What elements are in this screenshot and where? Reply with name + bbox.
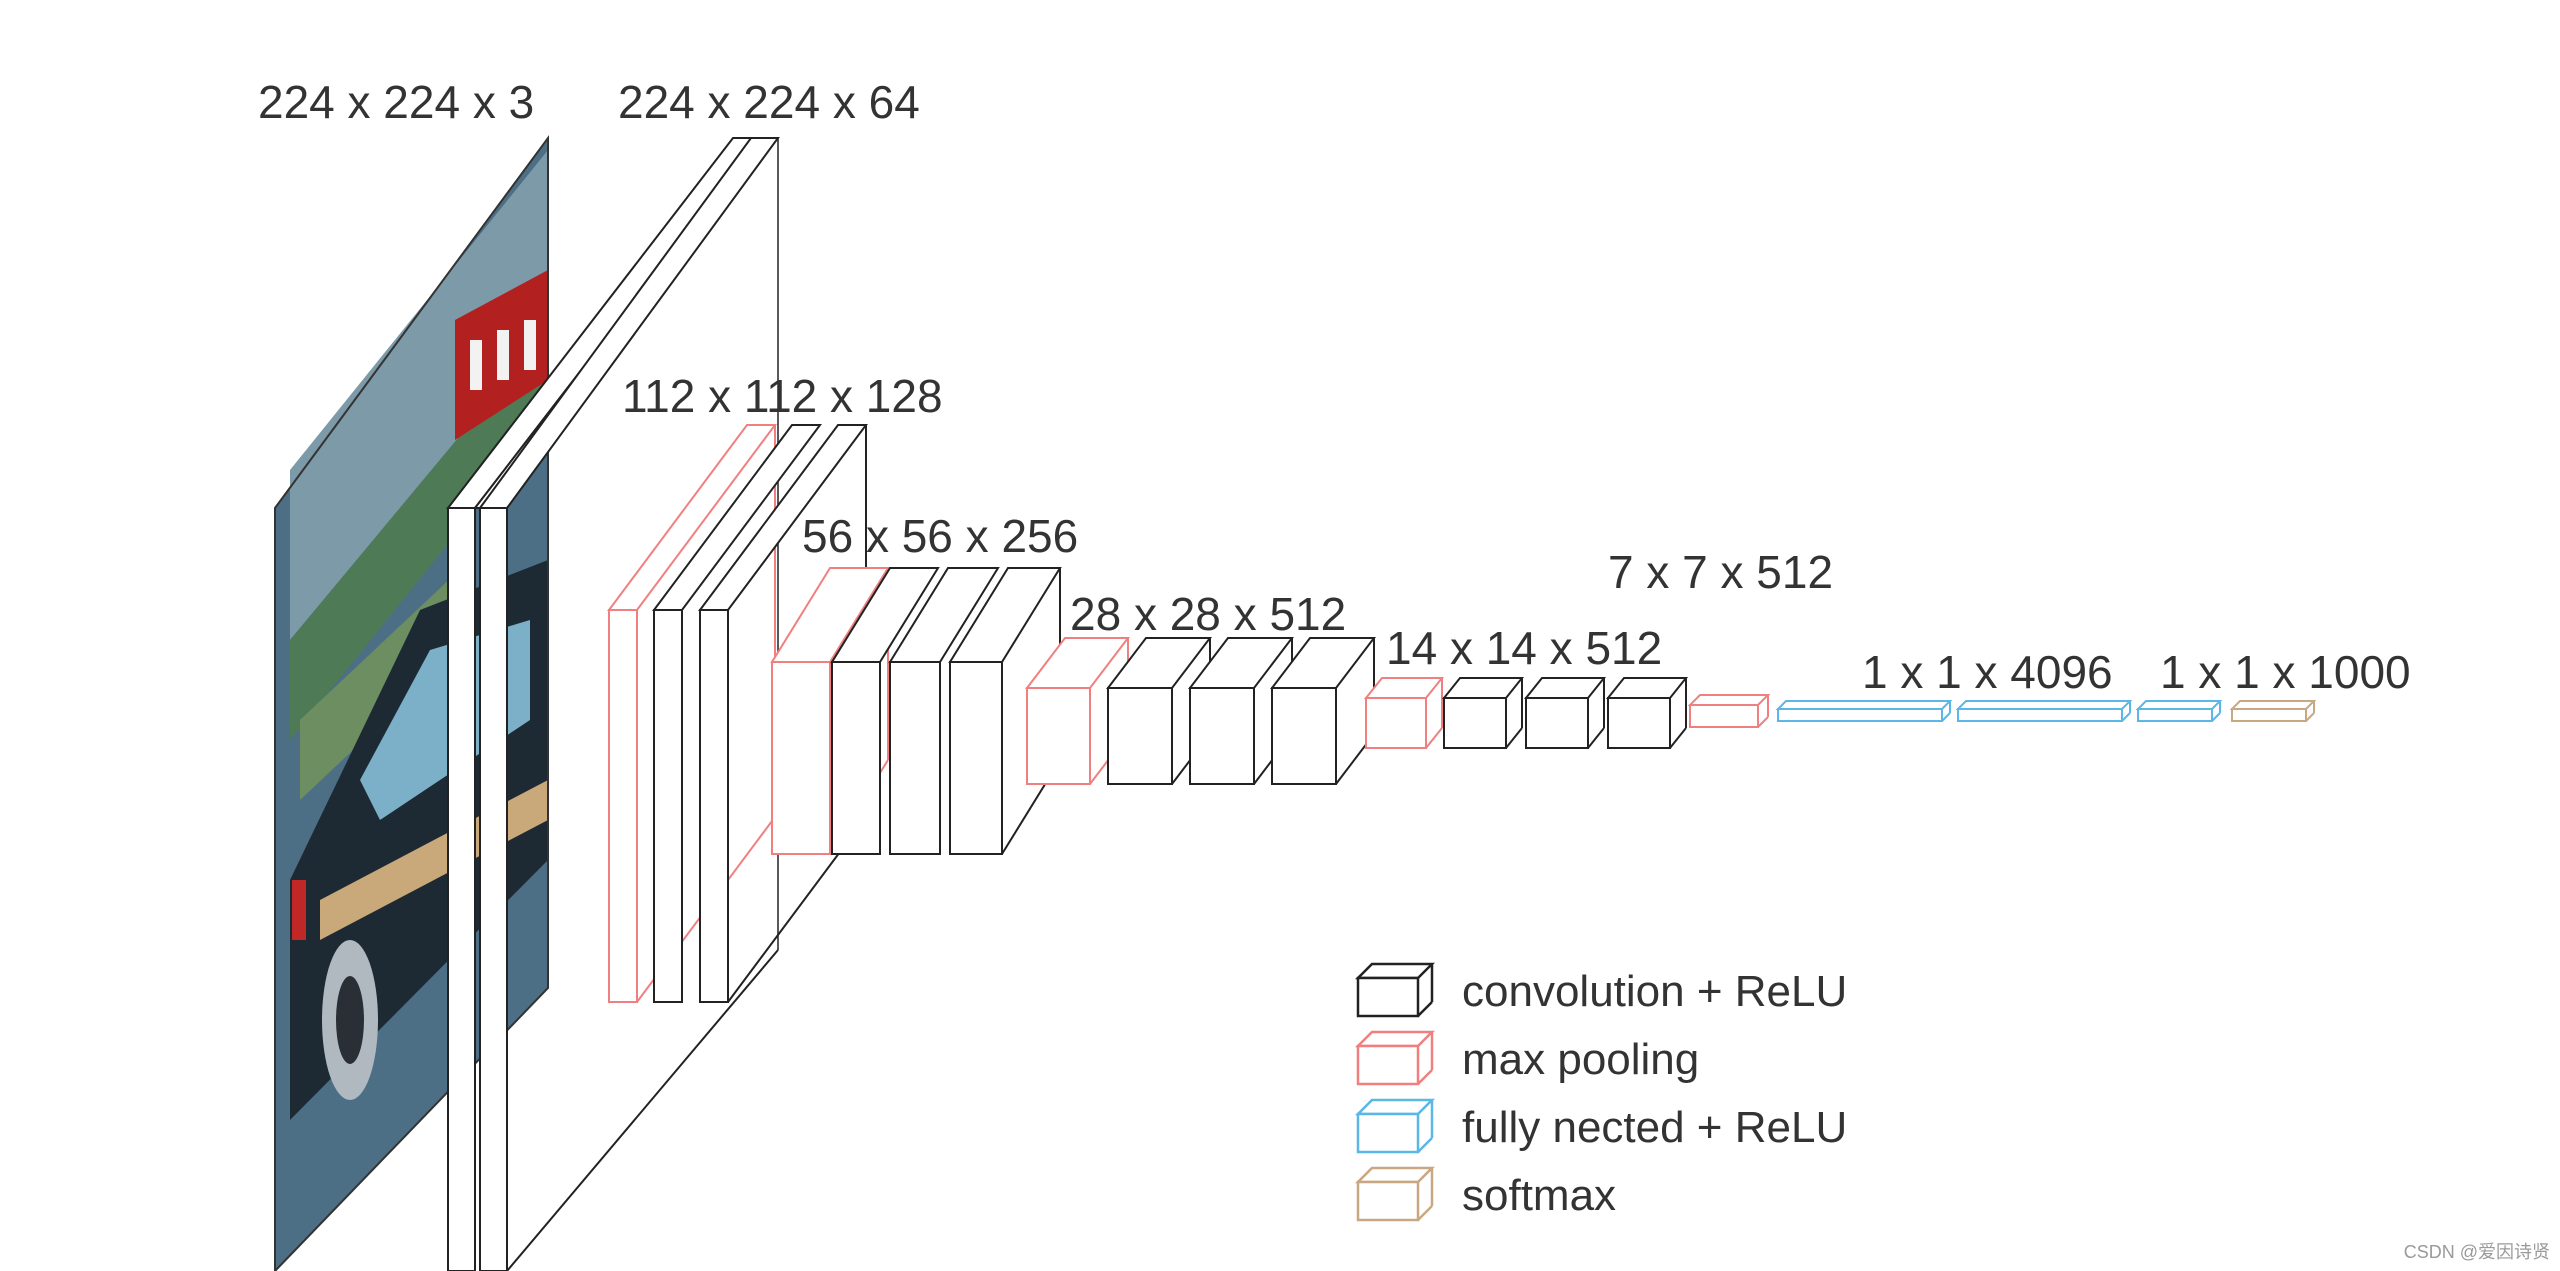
fc-layers <box>1775 700 2223 722</box>
conv4-layer-2 <box>1187 637 1295 785</box>
block4 <box>1024 637 1377 785</box>
label-conv5: 14 x 14 x 512 <box>1386 622 1662 674</box>
label-input: 224 x 224 x 3 <box>258 76 534 128</box>
label-conv3: 56 x 56 x 256 <box>802 510 1078 562</box>
block3 <box>770 567 1062 855</box>
label-out: 1 x 1 x 1000 <box>2160 646 2411 698</box>
conv5-layer-2 <box>1523 677 1607 749</box>
conv1-block <box>445 137 780 1271</box>
label-fc: 1 x 1 x 4096 <box>1862 646 2113 698</box>
fc1-layer <box>1775 700 1953 722</box>
legend-item-conv <box>1354 962 1436 1018</box>
block5 <box>1363 677 1689 749</box>
conv3-layer-2 <box>888 567 1000 855</box>
conv1-layer-2 <box>478 137 780 1271</box>
softmax-layer <box>2229 700 2317 722</box>
watermark: CSDN @爱因诗贤 <box>2404 1242 2550 1262</box>
legend-item-softmax <box>1354 1166 1436 1222</box>
legend-label-pool: max pooling <box>1462 1035 1699 1084</box>
conv4-layer-3 <box>1269 637 1377 785</box>
legend-label-conv: convolution + ReLU <box>1462 967 1847 1016</box>
legend: convolution + ReLU max pooling fully nec… <box>1354 962 1847 1222</box>
conv2-layer-2 <box>698 424 868 1003</box>
label-pool5: 7 x 7 x 512 <box>1608 546 1833 598</box>
label-conv4: 28 x 28 x 512 <box>1070 588 1346 640</box>
pool5-layer <box>1687 694 1771 728</box>
pool2-layer <box>770 567 890 855</box>
conv4-layer-1 <box>1105 637 1213 785</box>
block2 <box>607 424 868 1003</box>
label-conv1: 224 x 224 x 64 <box>618 76 920 128</box>
pool4-layer <box>1363 677 1445 749</box>
fc2-layer <box>1955 700 2133 722</box>
legend-label-fc: fully nected + ReLU <box>1462 1103 1847 1152</box>
legend-label-softmax: softmax <box>1462 1171 1616 1220</box>
pool3-layer <box>1024 637 1131 785</box>
pool1-layer <box>607 424 777 1003</box>
legend-item-pool <box>1354 1030 1436 1086</box>
conv2-layer-1 <box>652 424 822 1003</box>
legend-item-fc <box>1354 1098 1436 1154</box>
conv5-layer-1 <box>1441 677 1525 749</box>
label-conv2: 112 x 112 x 128 <box>622 370 943 422</box>
conv3-layer-1 <box>830 567 940 855</box>
conv3-layer-3 <box>948 567 1062 855</box>
conv5-layer-3 <box>1605 677 1689 749</box>
fc3-layer <box>2135 700 2223 722</box>
